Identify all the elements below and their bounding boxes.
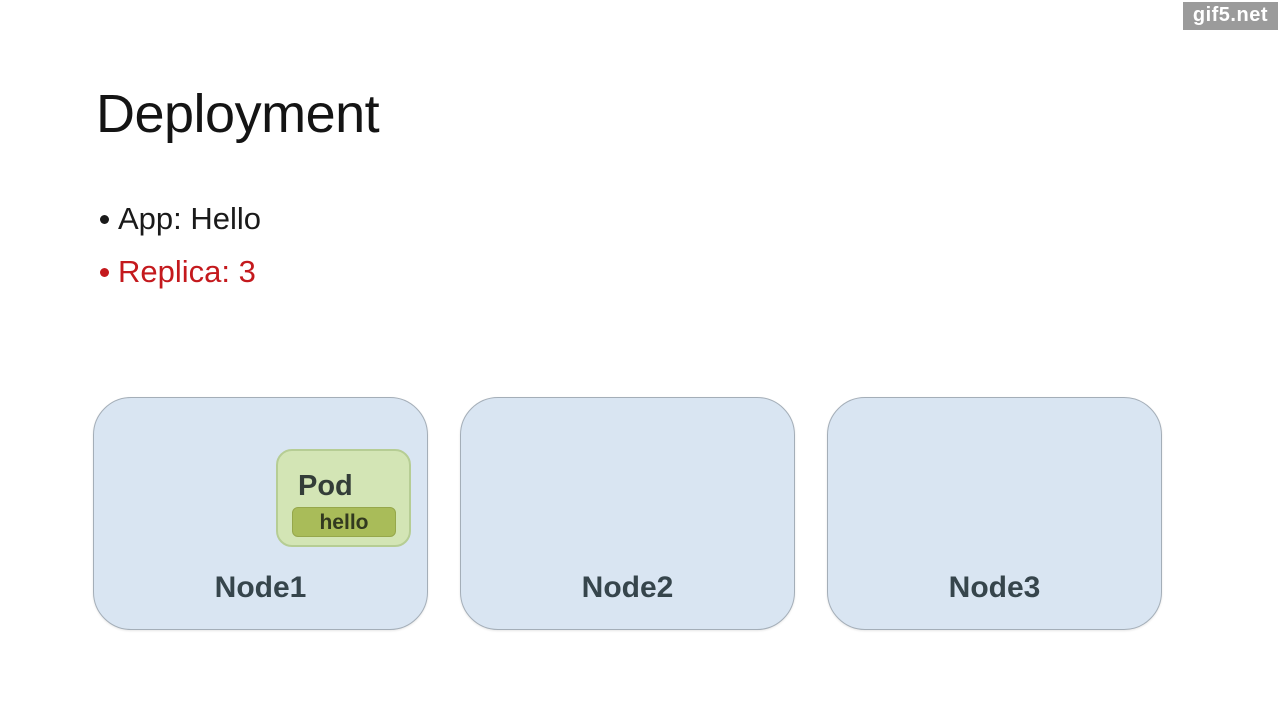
bullet-list: App: Hello Replica: 3 [100, 199, 261, 305]
node-label: Node1 [214, 571, 307, 604]
node-box-node3: Node3 [827, 397, 1162, 630]
node-label: Node3 [948, 571, 1041, 604]
pod-label: Pod [298, 470, 353, 502]
node-label: Node2 [581, 571, 674, 604]
node-box-node1: Pod hello Node1 [93, 397, 428, 630]
node-box-node2: Node2 [460, 397, 795, 630]
pod-box: Pod hello [276, 449, 411, 547]
bullet-app: App: Hello [100, 199, 261, 239]
watermark-badge: gif5.net [1182, 2, 1278, 30]
nodes-row: Pod hello Node1 Node2 Node3 [93, 397, 1162, 630]
slide-title: Deployment [96, 84, 380, 144]
container-chip-hello: hello [292, 507, 396, 537]
bullet-replica: Replica: 3 [100, 252, 261, 292]
